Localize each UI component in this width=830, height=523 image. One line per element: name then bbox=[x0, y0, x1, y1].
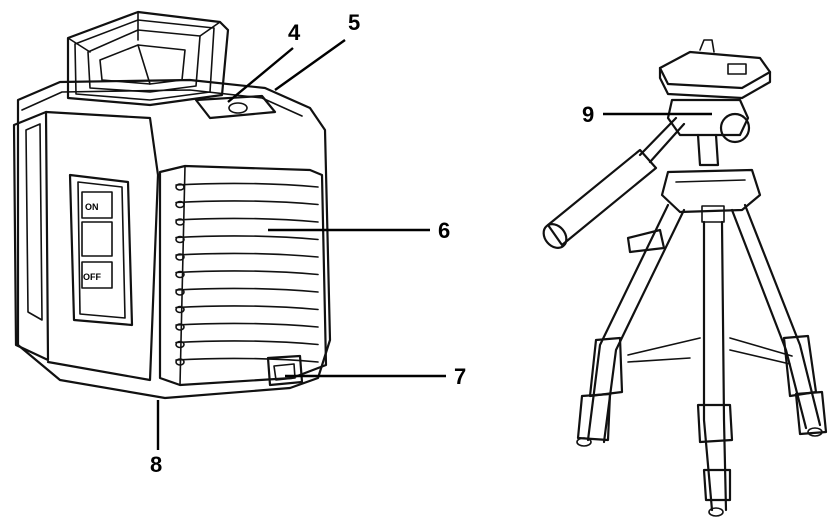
switch-off-label: OFF bbox=[83, 272, 101, 282]
callout-6: 6 bbox=[438, 218, 450, 243]
grip-rib bbox=[175, 322, 319, 328]
callout-9: 9 bbox=[582, 102, 594, 127]
level-body bbox=[12, 78, 332, 400]
power-switch: ON OFF bbox=[81, 191, 113, 289]
grip-rib bbox=[175, 182, 319, 188]
grip-rib bbox=[175, 270, 319, 276]
ribbed-grip bbox=[158, 164, 328, 387]
grip-ribs bbox=[175, 182, 319, 366]
top-control-button bbox=[194, 94, 277, 120]
callout-8: 8 bbox=[150, 452, 162, 477]
grip-rib-end bbox=[175, 288, 185, 296]
tripod-mount-plate bbox=[658, 39, 772, 100]
tripod-handle bbox=[542, 116, 686, 249]
callout-7: 7 bbox=[454, 364, 466, 389]
leader-4 bbox=[227, 47, 294, 103]
grip-rib-end bbox=[175, 305, 185, 314]
tripod-legs bbox=[576, 203, 828, 517]
grip-rib bbox=[175, 357, 319, 363]
grip-rib-end bbox=[175, 340, 185, 349]
grip-rib bbox=[175, 340, 319, 346]
bottom-connector bbox=[266, 354, 304, 387]
tripod bbox=[542, 39, 828, 517]
callout-4: 4 bbox=[288, 20, 301, 45]
grip-rib bbox=[175, 305, 319, 311]
grip-rib-end bbox=[175, 200, 185, 209]
grip-rib-end bbox=[175, 358, 185, 366]
tripod-hub bbox=[626, 168, 762, 254]
leader-5 bbox=[274, 39, 346, 91]
tripod-pan-head bbox=[666, 98, 751, 167]
grip-rib-end bbox=[175, 253, 185, 261]
grip-rib bbox=[175, 200, 319, 206]
grip-rib bbox=[175, 287, 319, 293]
grip-rib-end bbox=[175, 183, 185, 191]
callout-5: 5 bbox=[348, 10, 360, 35]
laser-head bbox=[66, 10, 230, 107]
laser-level: ON OFF bbox=[12, 10, 332, 400]
callout-leaders bbox=[156, 39, 712, 450]
grip-rib-end bbox=[175, 235, 185, 244]
grip-rib-end bbox=[175, 218, 185, 226]
grip-rib bbox=[175, 235, 319, 241]
callout-labels: 4 5 6 7 8 9 bbox=[150, 10, 594, 477]
grip-rib-end bbox=[175, 270, 185, 279]
switch-on-label: ON bbox=[85, 202, 99, 212]
grip-rib bbox=[175, 217, 319, 223]
grip-rib-end bbox=[175, 323, 185, 331]
grip-rib bbox=[175, 252, 319, 258]
